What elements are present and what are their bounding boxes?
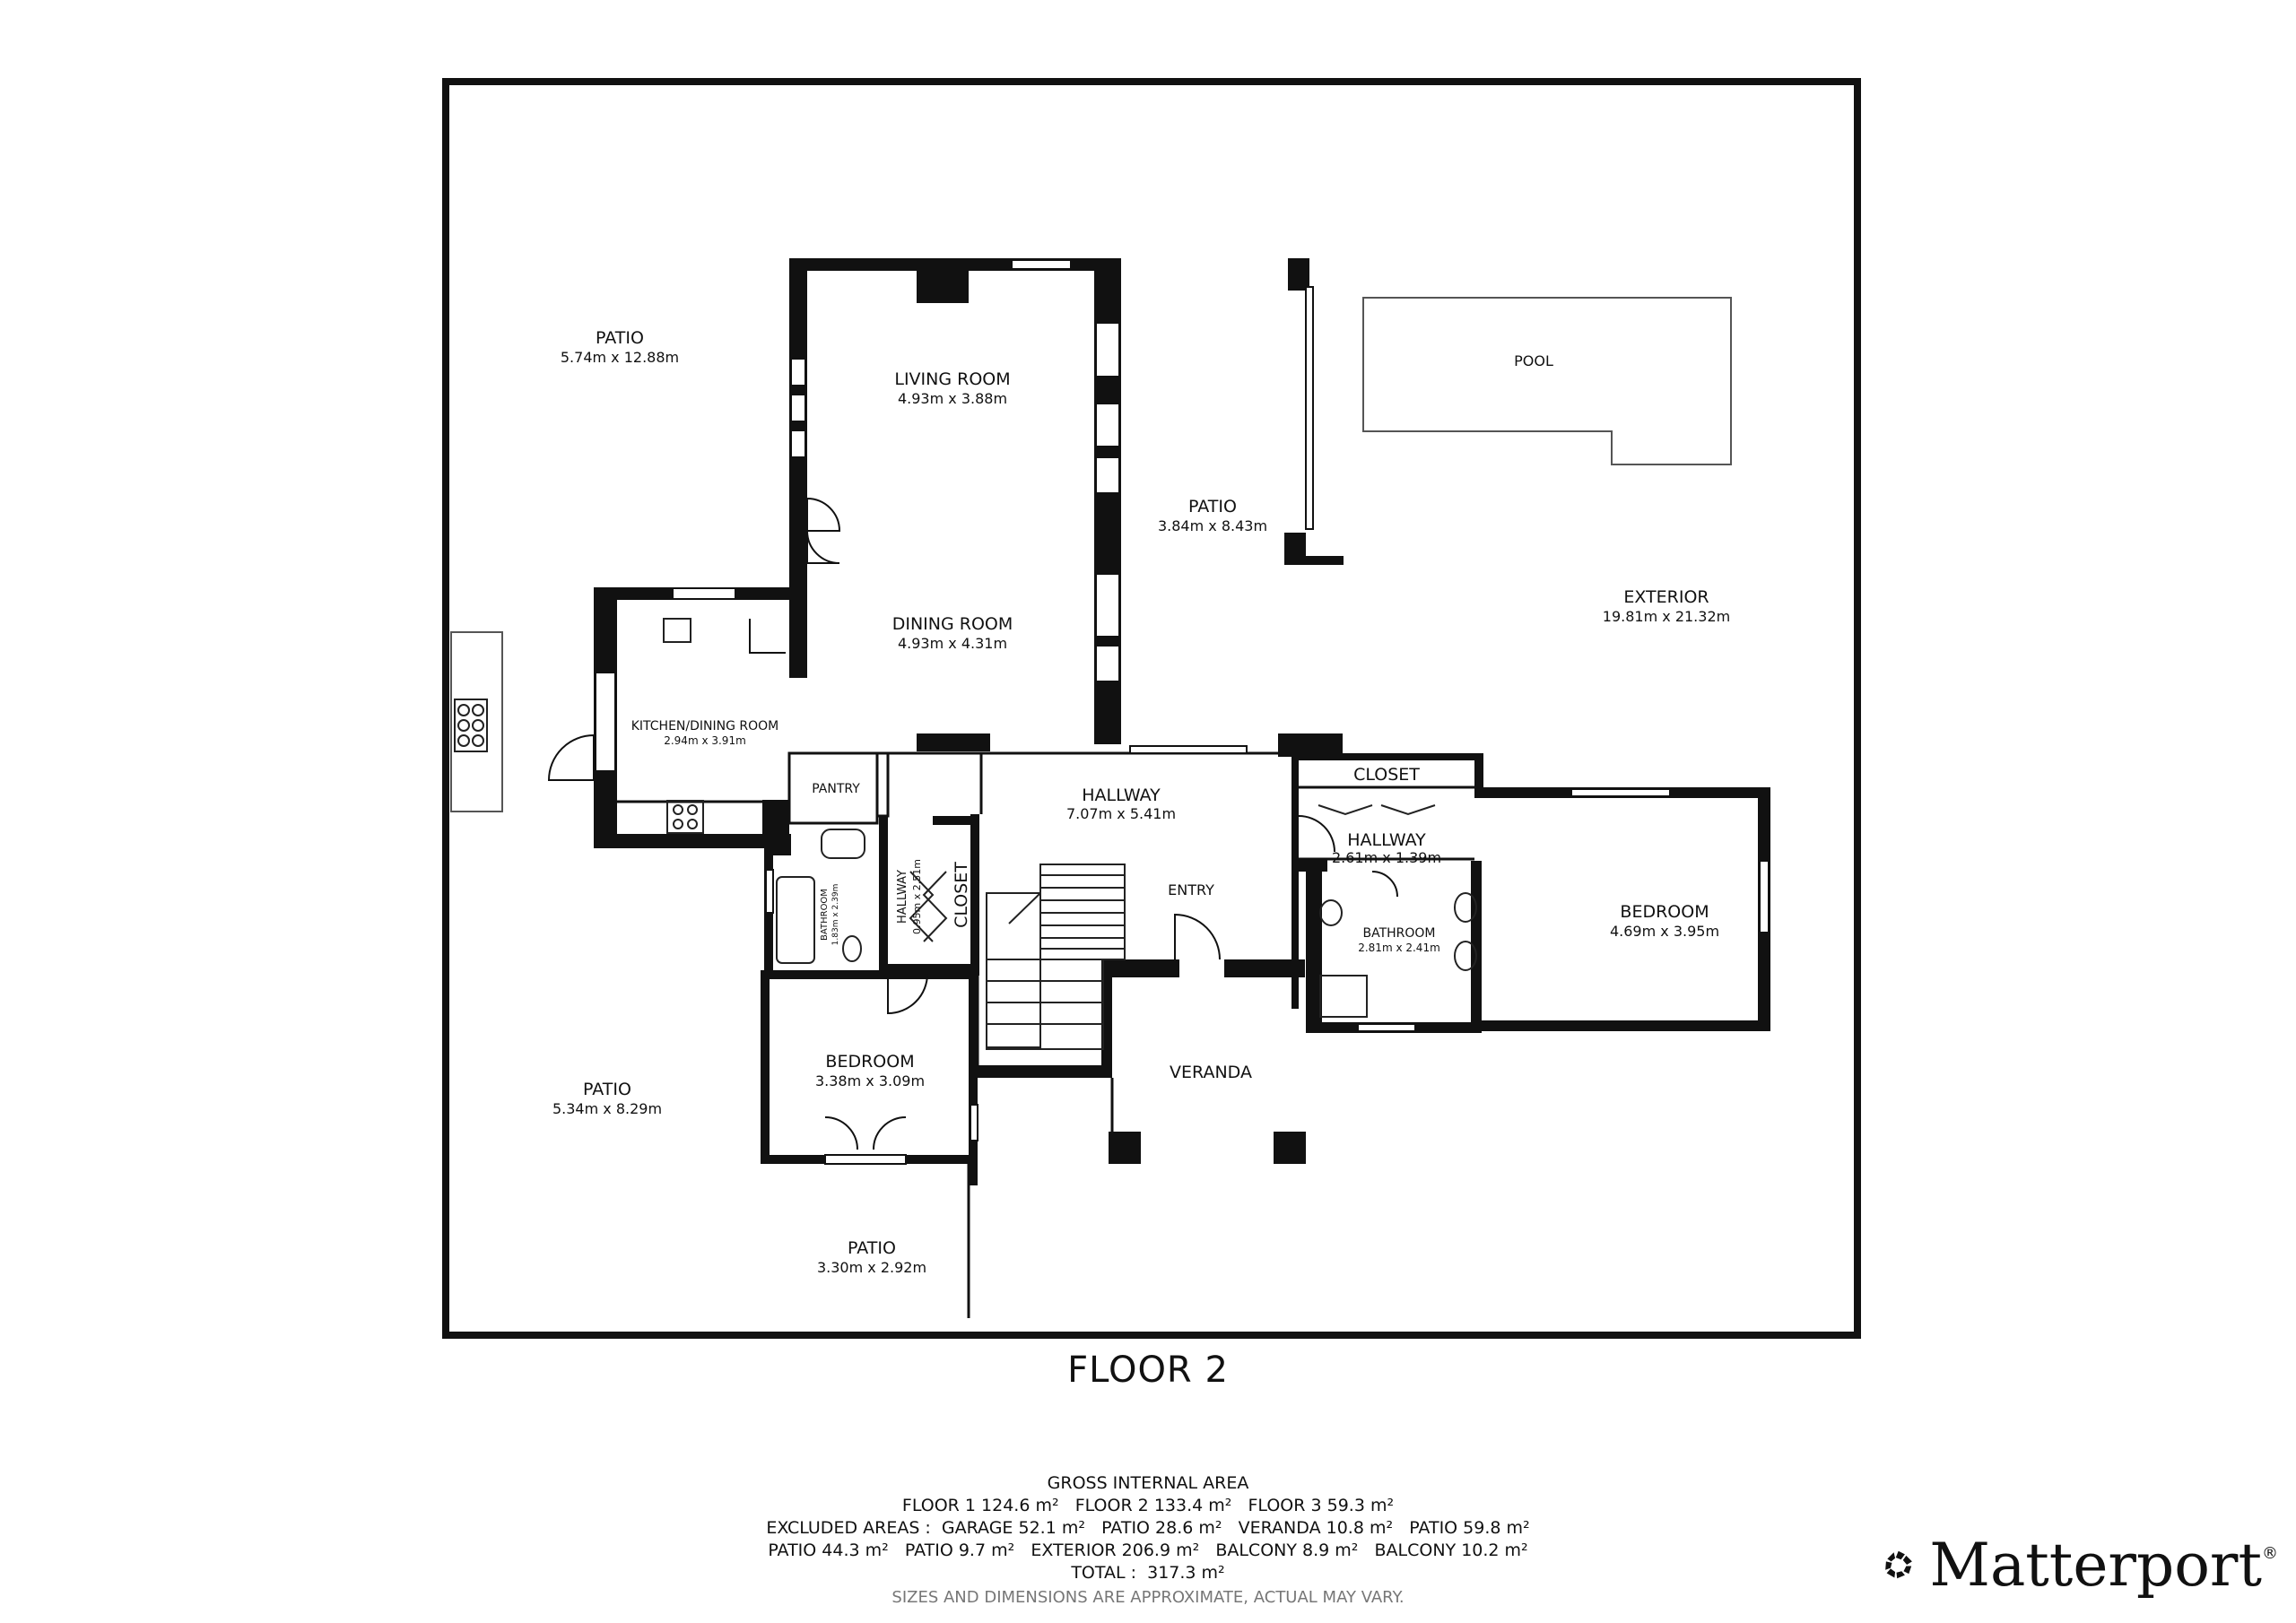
bedroom-left-dims: 3.38m x 3.09m xyxy=(815,1072,925,1089)
small-bath-toilet-icon xyxy=(821,829,865,859)
kitchen-dims: 2.94m x 3.91m xyxy=(664,734,746,747)
room-labels: PATIO 5.74m x 12.88m LIVING ROOM 4.93m x… xyxy=(552,328,1730,1276)
closet-right-name: CLOSET xyxy=(1353,765,1420,785)
bedroom-right-dims: 4.69m x 3.95m xyxy=(1610,923,1719,940)
brand-registered-mark: ® xyxy=(2262,1544,2278,1563)
bathroom-small-dims: 1.83m x 2.39m xyxy=(831,884,840,946)
hallway-main-dims: 7.07m x 5.41m xyxy=(1066,805,1176,822)
dining-room-name: DINING ROOM xyxy=(892,614,1013,634)
toilet-icon xyxy=(1319,899,1343,926)
area-line-excluded: EXCLUDED AREAS : GARAGE 52.1 m² PATIO 28… xyxy=(766,1518,1530,1538)
living-room-dims: 4.93m x 3.88m xyxy=(898,390,1007,407)
patio-mid-name: PATIO xyxy=(1188,497,1237,516)
outdoor-cooktop-icon xyxy=(454,699,488,752)
patio-sw-dims: 5.34m x 8.29m xyxy=(552,1100,662,1117)
bathroom-right-dims: 2.81m x 2.41m xyxy=(1358,942,1440,954)
matterport-brand: Matterport ® xyxy=(1883,1524,2278,1605)
patio-nw-name: PATIO xyxy=(596,328,644,348)
stove-icon xyxy=(666,800,704,834)
area-line-floors: FLOOR 1 124.6 m² FLOOR 2 133.4 m² FLOOR … xyxy=(901,1496,1395,1515)
hallway-right-name: HALLWAY xyxy=(1347,830,1426,850)
outdoor-cooktop-counter xyxy=(450,631,503,812)
floor-title: FLOOR 2 xyxy=(1067,1350,1229,1391)
windows xyxy=(595,259,1770,1165)
exterior-dims: 19.81m x 21.32m xyxy=(1603,608,1730,625)
kitchen-sink-icon xyxy=(663,618,691,643)
shower-icon xyxy=(1319,975,1368,1018)
brand-name: Matterport xyxy=(1929,1530,2262,1600)
hallway-main-name: HALLWAY xyxy=(1082,785,1161,805)
patio-mid-dims: 3.84m x 8.43m xyxy=(1158,517,1267,534)
living-room-name: LIVING ROOM xyxy=(894,369,1010,389)
fixtures xyxy=(663,618,1477,1018)
patio-sw-name: PATIO xyxy=(583,1080,631,1099)
pool-outline xyxy=(1362,297,1732,465)
entry-name: ENTRY xyxy=(1168,881,1214,898)
patio-nw-dims: 5.74m x 12.88m xyxy=(561,349,679,366)
hallway-small-name: HALLWAY xyxy=(896,870,909,924)
patio-s-name: PATIO xyxy=(848,1238,896,1258)
bedroom-left-name: BEDROOM xyxy=(825,1052,914,1072)
staircase xyxy=(986,864,1126,1050)
area-line-excluded-2: PATIO 44.3 m² PATIO 9.7 m² EXTERIOR 206.… xyxy=(768,1541,1528,1560)
bathroom-right-name: BATHROOM xyxy=(1362,926,1435,941)
doors xyxy=(547,497,1398,1150)
pool-name: POOL xyxy=(1514,352,1553,369)
pantry-name: PANTRY xyxy=(812,782,860,796)
bedroom-right-name: BEDROOM xyxy=(1620,902,1709,922)
hallway-right-dims: 2.61m x 1.39m xyxy=(1332,849,1441,866)
bathtub-icon xyxy=(776,876,815,964)
dining-room-dims: 4.93m x 4.31m xyxy=(898,635,1007,652)
matterport-logo-icon xyxy=(1885,1550,1912,1579)
sink-icon xyxy=(1454,892,1477,923)
bathroom-small-name: BATHROOM xyxy=(820,889,830,941)
hallway-small-dims: 0.95m x 2.51m xyxy=(911,859,923,934)
veranda-name: VERANDA xyxy=(1170,1063,1252,1082)
disclaimer: SIZES AND DIMENSIONS ARE APPROXIMATE, AC… xyxy=(891,1588,1405,1607)
area-total: TOTAL : 317.3 m² xyxy=(1071,1563,1225,1583)
area-summary: GROSS INTERNAL AREA FLOOR 1 124.6 m² FLO… xyxy=(0,1472,2296,1609)
property-boundary xyxy=(442,78,1861,1339)
area-heading: GROSS INTERNAL AREA xyxy=(1047,1473,1249,1493)
kitchen-name: KITCHEN/DINING ROOM xyxy=(631,719,779,733)
closet-small-name: CLOSET xyxy=(952,862,971,928)
exterior-name: EXTERIOR xyxy=(1623,587,1709,607)
patio-s-dims: 3.30m x 2.92m xyxy=(817,1259,926,1276)
